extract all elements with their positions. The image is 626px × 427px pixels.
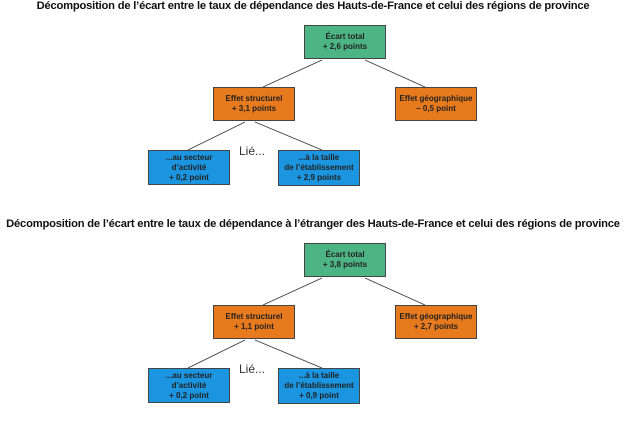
value: + 3,1 points bbox=[231, 104, 277, 113]
value: + 3,8 points bbox=[322, 260, 368, 269]
value: + 2,6 points bbox=[322, 42, 368, 51]
connector-lines bbox=[187, 59, 426, 151]
diagram-2: Écart total+ 3,8 points Effet structurel… bbox=[0, 237, 626, 427]
diagram-1-title: Décomposition de l’écart entre le taux d… bbox=[36, 0, 590, 12]
label: ...à la taille bbox=[298, 153, 340, 162]
value: + 0,9 point bbox=[299, 391, 339, 400]
connector-lines bbox=[187, 277, 426, 369]
total-gap-box: Écart total+ 2,6 points bbox=[304, 25, 386, 59]
label: ...au secteur d’activité bbox=[165, 152, 213, 172]
total-gap-box: Écart total+ 3,8 points bbox=[304, 243, 386, 277]
label: ...au secteur d’activité bbox=[165, 370, 213, 390]
geographic-effect-box: Effet géographique– 0,5 point bbox=[395, 87, 477, 121]
label: Effet géographique bbox=[399, 94, 473, 103]
sector-box: ...au secteur d’activité+ 0,2 point bbox=[148, 368, 230, 403]
value: + 0,2 point bbox=[169, 172, 209, 182]
label: de l’établissement bbox=[284, 163, 354, 172]
value: + 0,2 point bbox=[169, 390, 209, 400]
label: Effet structurel bbox=[225, 94, 283, 103]
label: Écart total bbox=[325, 32, 365, 41]
linked-label: Lié... bbox=[239, 362, 266, 376]
linked-label: Lié... bbox=[239, 144, 266, 158]
value: – 0,5 point bbox=[416, 104, 456, 113]
label: ...à la taille bbox=[298, 371, 340, 380]
label: Effet structurel bbox=[225, 312, 283, 321]
label: Écart total bbox=[325, 250, 365, 259]
label: de l’établissement bbox=[284, 381, 354, 390]
geographic-effect-box: Effet géographique+ 2,7 points bbox=[395, 305, 477, 339]
structural-effect-box: Effet structurel+ 1,1 point bbox=[213, 305, 295, 339]
sector-box: ...au secteur d’activité+ 0,2 point bbox=[148, 150, 230, 185]
value: + 2,9 points bbox=[296, 173, 342, 182]
diagram-1: Écart total+ 2,6 points Effet structurel… bbox=[0, 19, 626, 209]
diagram-2-title: Décomposition de l’écart entre le taux d… bbox=[6, 218, 620, 230]
value: + 1,1 point bbox=[234, 322, 274, 331]
structural-effect-box: Effet structurel+ 3,1 points bbox=[213, 87, 295, 121]
value: + 2,7 points bbox=[413, 322, 459, 331]
label: Effet géographique bbox=[399, 312, 473, 321]
